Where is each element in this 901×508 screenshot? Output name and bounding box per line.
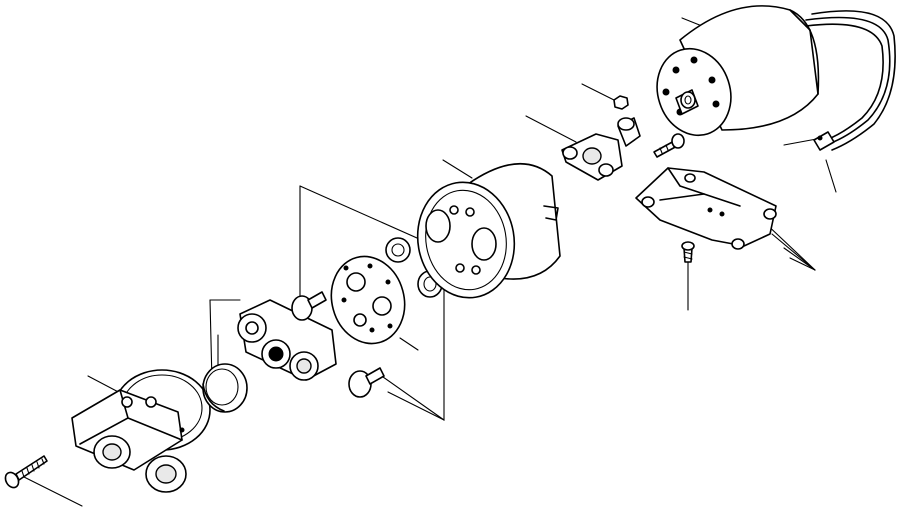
- leader-coupling: [525, 115, 577, 143]
- mounting-bracket-icon: [635, 167, 777, 250]
- assembly-bracket: [209, 185, 445, 421]
- nut-icon: [613, 95, 629, 110]
- wire-terminal-icon: [805, 10, 896, 151]
- valve-plate-icon: [330, 255, 406, 345]
- leader-valve-plate: [399, 337, 419, 351]
- electric-motor-icon: [656, 5, 820, 137]
- bracket-upper-group: [299, 185, 445, 421]
- valve-body-icon: [237, 299, 337, 381]
- check-valve-icon: [291, 291, 327, 321]
- leader-nut: [581, 83, 619, 103]
- o-ring-icon: [385, 237, 411, 263]
- leader-bracket-b: [771, 233, 816, 271]
- pump-head-housing-icon: [71, 369, 211, 493]
- check-valve-icon: [348, 367, 385, 398]
- long-screw-icon: [4, 455, 48, 489]
- leader-wire-right: [825, 159, 837, 193]
- motor-coupling-icon: [561, 117, 641, 181]
- leader-bracket-d: [789, 257, 816, 271]
- leader-lines: [21, 17, 837, 507]
- bracket-lower-join: [375, 371, 445, 421]
- small-screw-icon: [653, 133, 685, 158]
- leader-bracket-c: [783, 247, 816, 271]
- small-screw-icon: [681, 241, 695, 263]
- leader-screw-long: [21, 475, 83, 507]
- ring-icon: [202, 363, 248, 413]
- leader-pump-housing: [442, 159, 473, 179]
- cylinder-housing-icon: [416, 163, 561, 299]
